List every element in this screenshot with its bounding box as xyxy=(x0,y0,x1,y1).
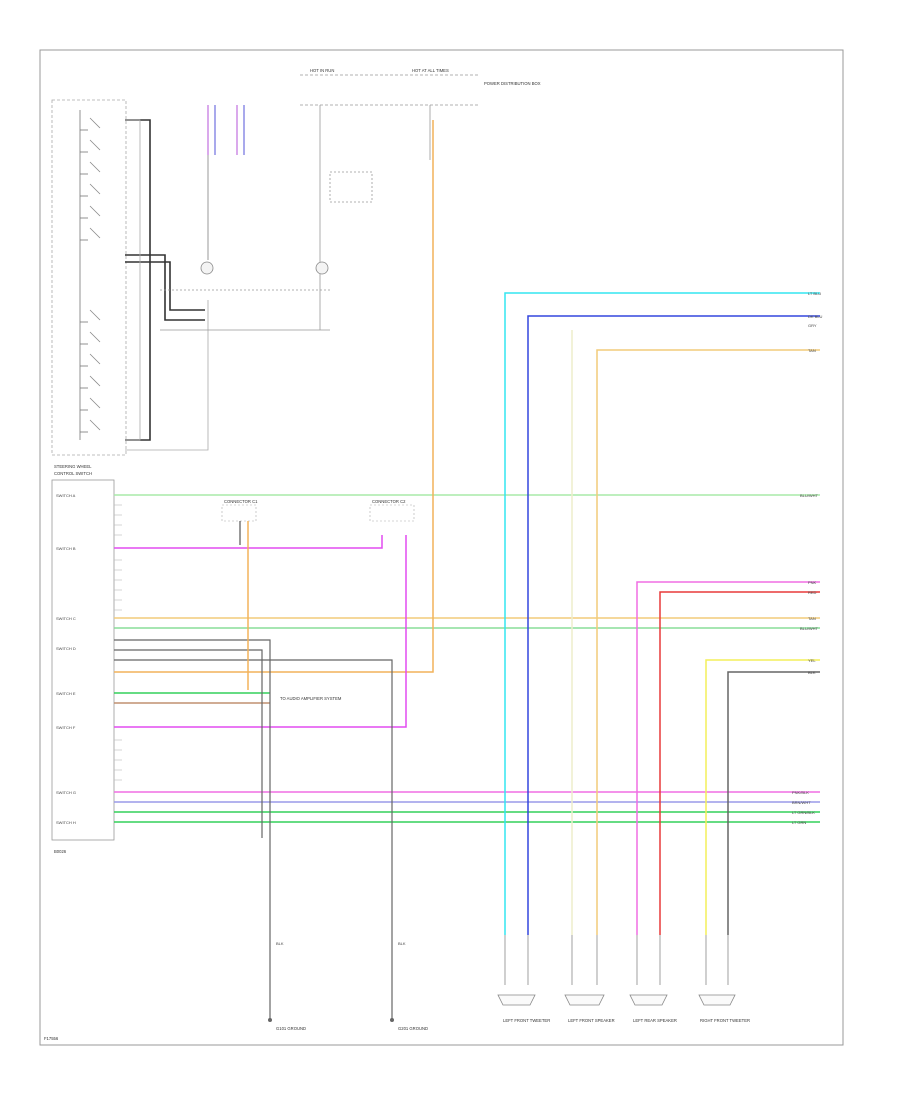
pin-label-4: SWITCH E xyxy=(56,691,76,696)
speaker-wires xyxy=(504,292,820,935)
module-title-line2: CONTROL SWITCH xyxy=(54,471,92,476)
fuse-box-label: POWER DISTRIBUTION BOX xyxy=(484,81,541,86)
right-label-6: RED xyxy=(808,590,817,595)
switch-resistor-ladder xyxy=(79,110,88,440)
wire-blue xyxy=(527,315,820,935)
right-label-0: LT BLU xyxy=(808,291,821,296)
diagram-frame xyxy=(39,49,844,1046)
steering-switch-box xyxy=(51,99,127,456)
ground-1-wire: BLK xyxy=(276,941,284,946)
right-label-5: PNK xyxy=(808,580,817,585)
right-labels: LT BLU DK BLU GRY TAN BLU/WHT PNK RED TA… xyxy=(792,291,823,825)
horizontal-wires xyxy=(114,120,820,823)
module-ref: B0026 xyxy=(54,849,67,854)
wire-gray-v xyxy=(727,671,820,935)
right-label-2: GRY xyxy=(808,323,817,328)
wire-pink-v xyxy=(636,581,820,935)
right-label-9: YEL xyxy=(808,658,816,663)
premium-label: TO AUDIO AMPLIFIER SYSTEM xyxy=(280,696,342,701)
pin-label-0: SWITCH A xyxy=(56,493,76,498)
footer-code: F17556 xyxy=(44,1036,59,1041)
pin-label-7: SWITCH H xyxy=(56,820,76,825)
top-connector-stubs xyxy=(207,105,245,260)
fuse-right-label: HOT AT ALL TIMES xyxy=(412,68,449,73)
c1-label: CONNECTOR C1 xyxy=(224,499,258,504)
speaker-2 xyxy=(564,935,605,1006)
c2-connector xyxy=(369,504,415,522)
right-label-8: BLU/WHT xyxy=(800,626,819,631)
speaker-1-label: LEFT FRONT TWEETER xyxy=(503,1018,550,1023)
right-label-4: BLU/WHT xyxy=(800,493,819,498)
wire-cyan xyxy=(504,292,820,935)
wire-yellow-v xyxy=(705,659,820,935)
module-title-line1: STEERING WHEEL xyxy=(54,464,92,469)
ground-2-wire: BLK xyxy=(398,941,406,946)
speaker-group: LEFT FRONT TWEETER LEFT FRONT SPEAKER LE… xyxy=(497,935,750,1023)
right-label-14: LT GRN xyxy=(792,820,806,825)
pin-label-1: SWITCH B xyxy=(56,546,76,551)
module-pin-ticks xyxy=(114,494,122,781)
fuse-block xyxy=(160,74,480,331)
switch-bus-gray xyxy=(125,119,209,451)
fuse-left-label: HOT IN RUN xyxy=(310,68,334,73)
speaker-3 xyxy=(629,935,668,1006)
switch-contacts xyxy=(89,117,101,431)
right-label-13: LT GRN/BLK xyxy=(792,810,815,815)
c1-connector xyxy=(221,504,257,565)
right-label-7: TAN xyxy=(808,616,816,621)
wire-magenta-c2 xyxy=(114,535,383,549)
pin-label-2: SWITCH C xyxy=(56,616,76,621)
right-label-10: BLK xyxy=(808,670,816,675)
ground-1-label: G101 GROUND xyxy=(276,1026,306,1031)
right-label-12: BRN/WHT xyxy=(792,800,811,805)
right-label-11: PNK/BLK xyxy=(792,790,809,795)
c2-label: CONNECTOR C2 xyxy=(372,499,406,504)
wire-orange-amp xyxy=(114,120,434,673)
ground-wires xyxy=(114,639,393,1020)
speaker-3-label: LEFT REAR SPEAKER xyxy=(633,1018,677,1023)
switch-bus xyxy=(125,119,205,441)
pin-label-5: SWITCH F xyxy=(56,725,76,730)
speaker-1 xyxy=(497,935,536,1006)
wire-red-v xyxy=(659,591,820,935)
speaker-4-label: RIGHT FRONT TWEETER xyxy=(700,1018,750,1023)
wire-magenta-low xyxy=(114,535,407,728)
speaker-4 xyxy=(698,935,736,1006)
ground-2-label: G201 GROUND xyxy=(398,1026,428,1031)
speaker-2-label: LEFT FRONT SPEAKER xyxy=(568,1018,615,1023)
right-label-1: DK BLU xyxy=(808,314,823,319)
ground-group: G101 GROUND G201 GROUND BLK BLK xyxy=(268,941,428,1031)
pin-label-6: SWITCH G xyxy=(56,790,76,795)
pin-label-3: SWITCH D xyxy=(56,646,76,651)
wire-tan-v xyxy=(596,349,820,935)
right-label-3: TAN xyxy=(808,348,816,353)
stereo-module-box xyxy=(51,479,115,841)
module-pin-label-group: SWITCH A SWITCH B SWITCH C SWITCH D SWIT… xyxy=(56,493,76,825)
splice-circles xyxy=(200,261,329,275)
